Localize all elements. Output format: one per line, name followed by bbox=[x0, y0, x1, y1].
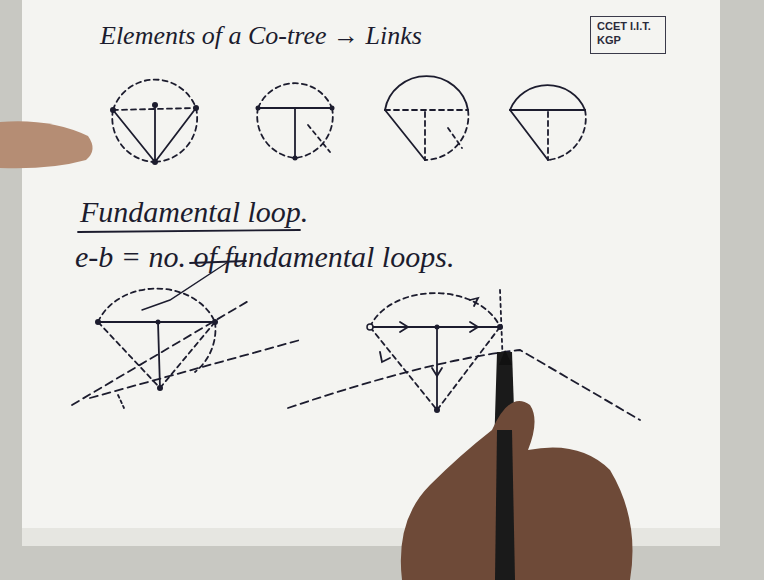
fundamental-loop-graph bbox=[72, 262, 300, 408]
note-text: Fundamental loop. bbox=[80, 195, 308, 228]
tree-graph bbox=[510, 85, 586, 160]
note-text: e-b = no. of fundamental loops. bbox=[75, 240, 454, 273]
tree-graph bbox=[257, 83, 333, 158]
underline bbox=[78, 230, 300, 232]
logo-box: CCET I.I.T. KGP bbox=[590, 16, 666, 54]
fundamental-loop-graph bbox=[288, 290, 640, 420]
paper-sheet bbox=[22, 0, 720, 528]
heading: Elements of a Co-tree → Links bbox=[100, 22, 422, 51]
tree-graph bbox=[112, 80, 197, 162]
tree-graph bbox=[385, 76, 468, 160]
finger bbox=[0, 121, 93, 168]
logo-text: CCET I.I.T. KGP bbox=[597, 20, 657, 48]
hand-with-pen bbox=[401, 350, 633, 580]
